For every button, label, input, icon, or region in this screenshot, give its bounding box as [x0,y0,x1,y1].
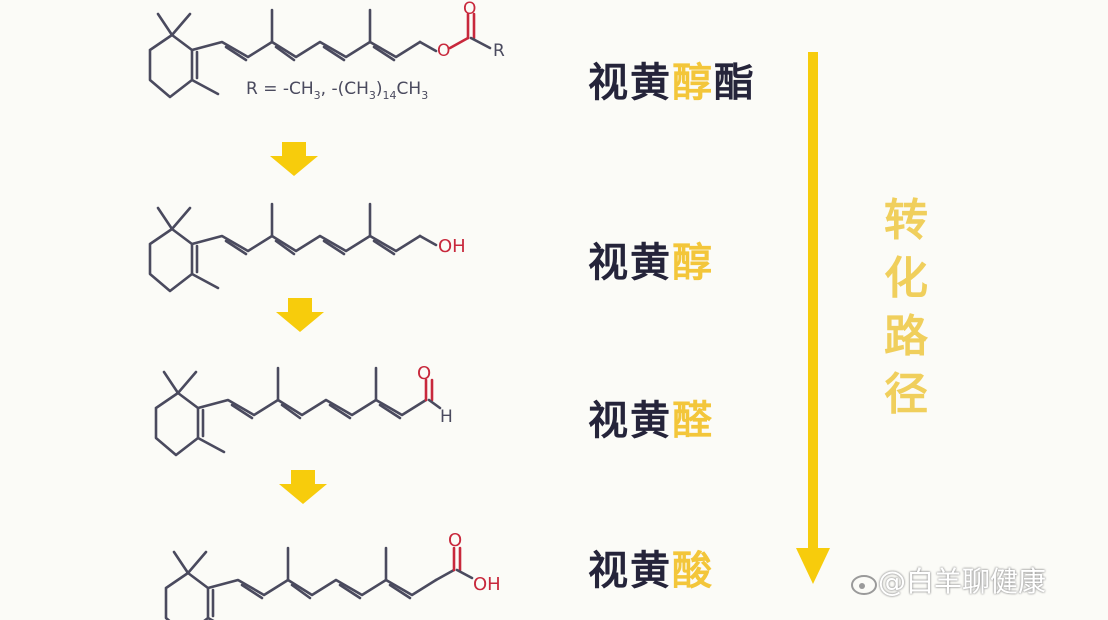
retinal-structure: O H [154,363,453,457]
svg-text:O: O [463,0,476,19]
pathway-char: 径 [884,369,928,420]
hydroxyl-group: OH [438,236,466,257]
label-suffix: 酯 [714,60,756,106]
weibo-logo-icon [851,575,877,595]
label-prefix: 视黄 [588,240,672,286]
pathway-char: 化 [884,253,928,304]
label-highlight: 酸 [672,548,714,594]
down-arrow-icon [276,298,324,332]
label-highlight: 醛 [672,398,714,444]
r-group-formula: R = -CH3, -(CH3)14CH3 [246,79,428,102]
label-prefix: 视黄 [588,548,672,594]
down-arrow-icon [279,470,327,504]
watermark: @白羊聊健康 [850,560,1046,600]
compound-label-retinyl-ester: 视黄醇酯 [588,50,756,108]
retinol-structure: OH [148,202,466,293]
retinyl-ester-structure: O O R R = -CH3, -(CH3)14CH3 [148,0,505,102]
pathway-char: 转 [884,195,928,246]
compound-label-retinol: 视黄醇 [588,230,714,288]
pathway-arrow-icon [796,52,830,584]
label-highlight: 醇 [672,240,714,286]
pathway-label: 转 化 路 径 [882,192,930,424]
aldehyde-hydrogen: H [440,407,453,427]
label-prefix: 视黄 [588,60,672,106]
acid-hydroxyl: OH [473,574,501,595]
svg-text:O: O [417,363,431,384]
compound-label-retinal: 视黄醛 [588,388,714,446]
label-highlight: 醇 [672,60,714,106]
retinoic-acid-structure: O OH [164,530,501,620]
svg-text:O: O [448,530,462,551]
watermark-text: @白羊聊健康 [878,565,1047,598]
compound-label-retinoic-acid: 视黄酸 [588,538,714,596]
ester-r-atom: R [493,41,505,61]
svg-text:O: O [437,41,450,61]
down-arrow-icon [270,142,318,176]
pathway-char: 路 [884,311,928,362]
label-prefix: 视黄 [588,398,672,444]
